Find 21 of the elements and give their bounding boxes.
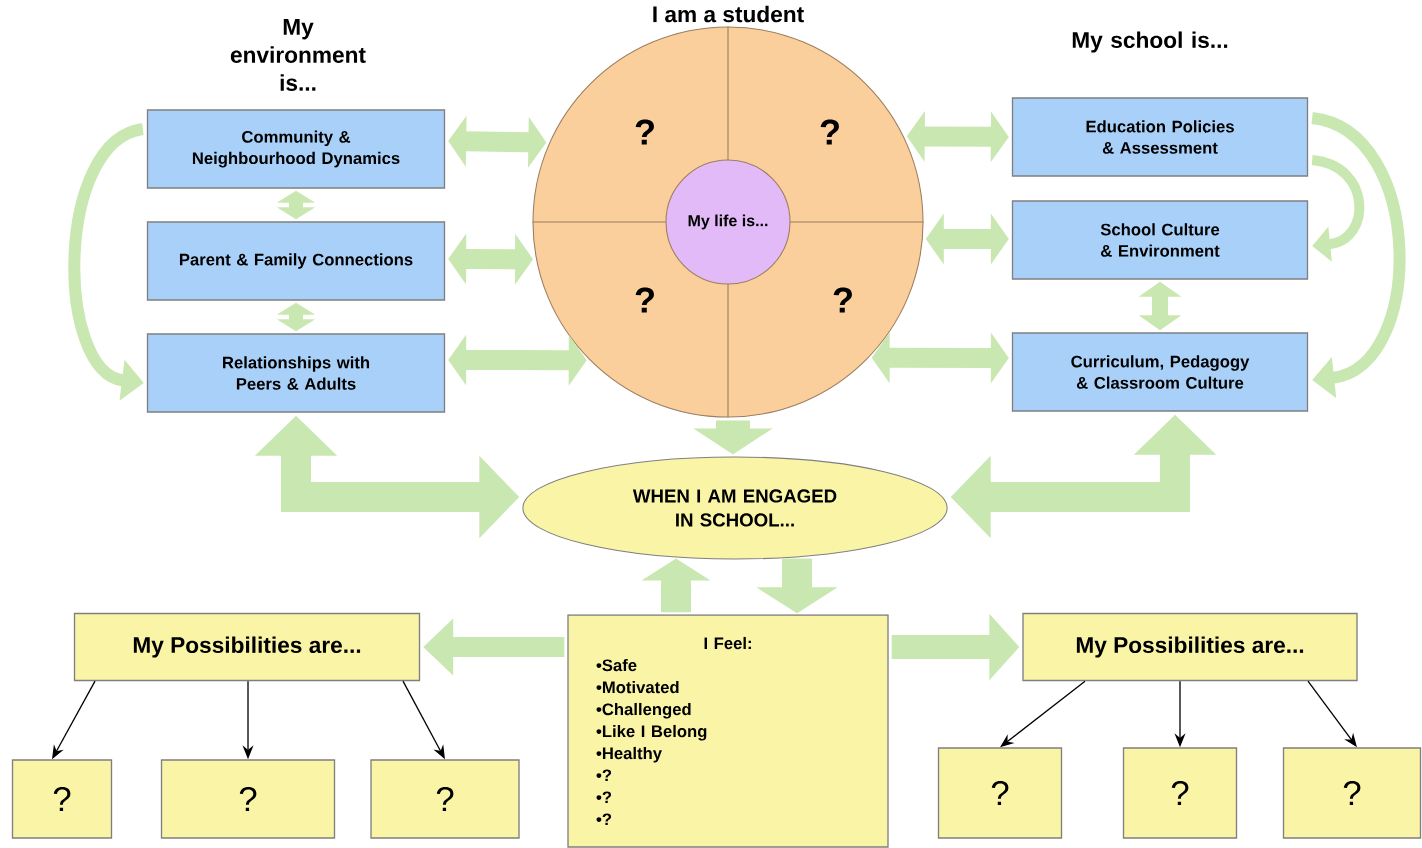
topic-box: Relationships with Peers & Adults [146, 333, 446, 413]
curved-arrow [1310, 112, 1406, 399]
possibilities-box: My Possibilities are... [73, 612, 421, 682]
block-arrow [448, 334, 587, 386]
topic-box: Education Policies & Assessment [1011, 97, 1309, 177]
question-box: ? [1122, 747, 1238, 839]
question-box: ? [160, 759, 336, 839]
node-label: I am a student [653, 5, 804, 23]
question-box: ? [370, 759, 520, 839]
possibilities-box: My Possibilities are... [1022, 612, 1358, 682]
feelings-box: I Feel: •Safe •Motivated •Challenged •Like I Belong •Healthy •? •? •? [567, 614, 889, 848]
topic-box: Community & Neighbourhood Dynamics [146, 109, 446, 189]
topic-box: School Culture & Environment [1011, 200, 1309, 280]
topic-box: Parent & Family Connections [146, 221, 446, 301]
question-box: ? [11, 759, 113, 839]
block-arrow [276, 302, 316, 332]
heading: My school is... [1072, 31, 1228, 53]
question-box: ? [1282, 747, 1422, 839]
topic-box: Curriculum, Pedagogy & Classroom Culture [1011, 332, 1309, 412]
question-box: ? [937, 747, 1063, 839]
block-arrow [276, 190, 316, 220]
